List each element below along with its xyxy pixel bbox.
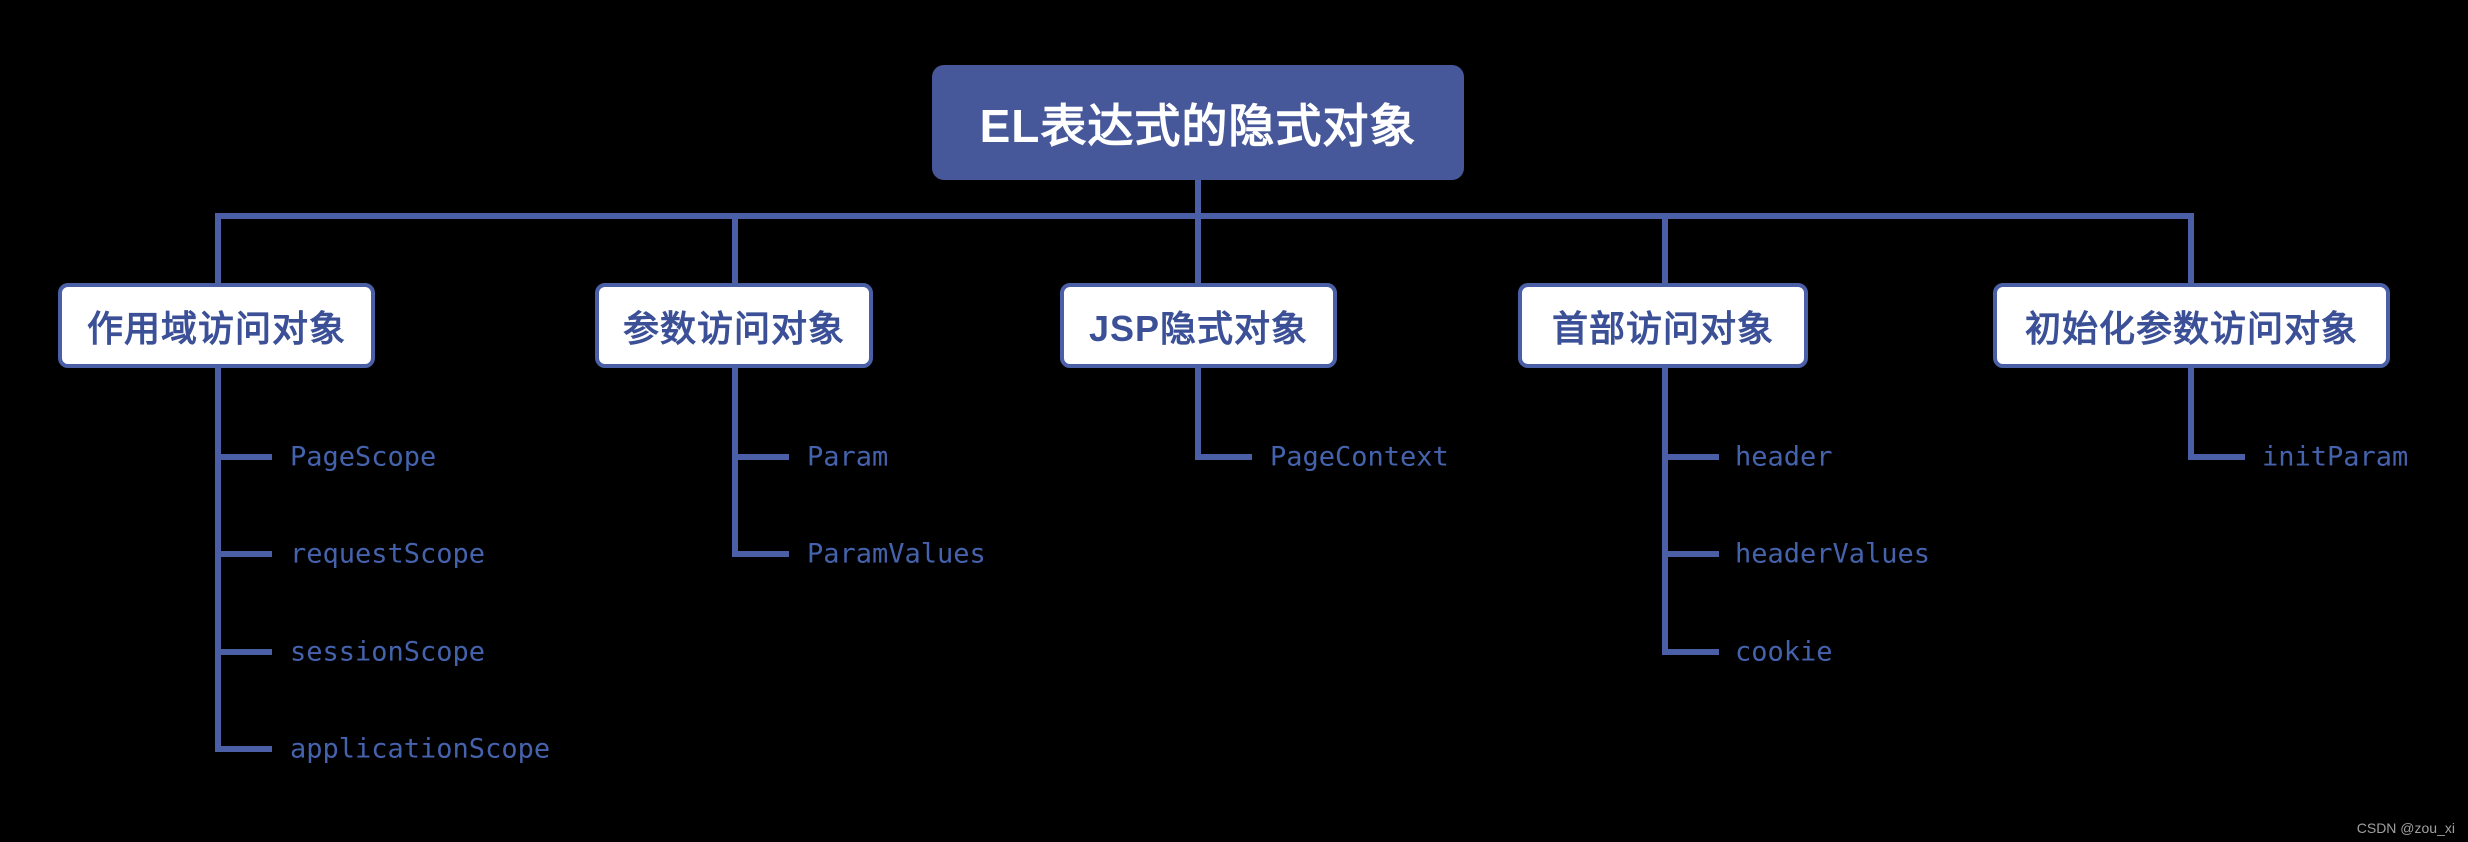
branch-node-initparam-access: 初始化参数访问对象: [1993, 283, 2390, 368]
connector-tick: [1198, 454, 1252, 460]
connector-leafline-branch-2: [732, 368, 738, 557]
csdn-watermark: CSDN @zou_xi: [2356, 820, 2455, 836]
connector-tick: [1665, 454, 1719, 460]
leaf-applicationscope: applicationScope: [290, 733, 551, 765]
connector-tick: [2191, 454, 2245, 460]
leaf-initparam: initParam: [2262, 441, 2409, 473]
leaf-sessionscope: sessionScope: [290, 636, 486, 668]
branch-node-scope-access: 作用域访问对象: [58, 283, 375, 368]
root-node: EL表达式的隐式对象: [932, 65, 1464, 180]
connector-tick: [1665, 649, 1719, 655]
branch-node-label: 初始化参数访问对象: [2024, 307, 2358, 349]
connector-leafline-branch-5: [2188, 368, 2194, 460]
connector-leafline-branch-1: [215, 368, 221, 752]
leaf-requestscope: requestScope: [290, 538, 486, 570]
root-node-label: EL表达式的隐式对象: [979, 99, 1417, 152]
connector-tick: [218, 746, 272, 752]
connector-tick: [218, 649, 272, 655]
connector-tick: [218, 454, 272, 460]
branch-node-header-access: 首部访问对象: [1518, 283, 1808, 368]
leaf-param: Param: [807, 441, 889, 473]
connector-tick: [1665, 551, 1719, 557]
branch-node-label: JSP隐式对象: [1088, 307, 1309, 349]
connector-drop-branch-2: [732, 213, 738, 283]
branch-node-label: 参数访问对象: [622, 307, 845, 349]
connector-root-stub: [1195, 180, 1201, 216]
connector-horizontal-bus: [215, 213, 2194, 219]
connector-tick: [735, 551, 789, 557]
connector-drop-branch-1: [215, 213, 221, 283]
connector-tick: [735, 454, 789, 460]
connector-leafline-branch-4: [1662, 368, 1668, 655]
branch-node-param-access: 参数访问对象: [595, 283, 873, 368]
branch-node-label: 首部访问对象: [1551, 307, 1774, 349]
branch-node-jsp-implicit: JSP隐式对象: [1060, 283, 1337, 368]
leaf-header: header: [1735, 441, 1833, 473]
connector-drop-branch-5: [2188, 213, 2194, 283]
leaf-cookie: cookie: [1735, 636, 1833, 668]
connector-drop-branch-3: [1195, 213, 1201, 283]
leaf-headervalues: headerValues: [1735, 538, 1931, 570]
branch-node-label: 作用域访问对象: [86, 307, 346, 349]
leaf-paramvalues: ParamValues: [807, 538, 986, 570]
leaf-pagecontext: PageContext: [1270, 441, 1449, 473]
connector-drop-branch-4: [1662, 213, 1668, 283]
leaf-pagescope: PageScope: [290, 441, 437, 473]
connector-tick: [218, 551, 272, 557]
connector-leafline-branch-3: [1195, 368, 1201, 460]
